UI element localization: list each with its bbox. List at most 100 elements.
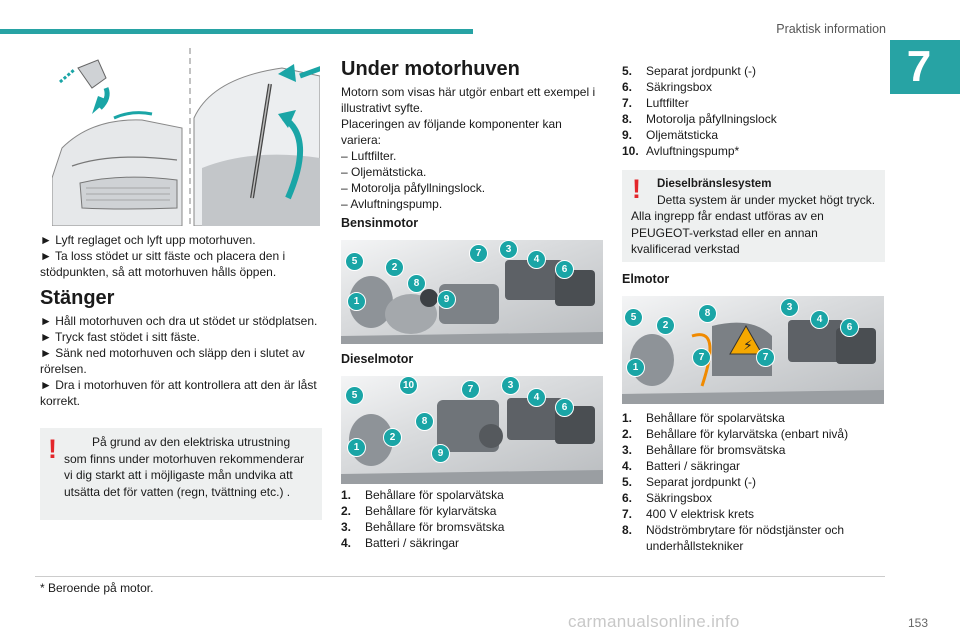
stanger-step-1: ► Håll motorhuven och dra ut stödet ur s… [40,314,318,328]
item-text: Behållare för bromsvätska [646,443,786,457]
badge-9: 9 [431,444,450,463]
list-item: 5. Separat jordpunkt (-) [622,474,884,490]
badge-7: 7 [469,244,488,263]
footer-divider [35,576,885,577]
item-text: Batteri / säkringar [646,459,741,473]
hood-step-1: ► Lyft reglaget och lyft upp motorhuven. [40,233,256,247]
badge-7: 7 [756,348,775,367]
item-text: Separat jordpunkt (-) [646,475,757,489]
intro-line-1: Motorn som visas här utgör enbart ett ex… [341,85,596,115]
badge-8: 8 [698,304,717,323]
list-item: 2. Behållare för kylarvätska [341,503,603,519]
under-hood-intro: Motorn som visas här utgör enbart ett ex… [341,84,603,212]
stanger-heading: Stänger [40,287,115,309]
item-text: Behållare för spolarvätska [646,411,785,425]
item-text: 400 V elektrisk krets [646,507,755,521]
badge-7: 7 [692,348,711,367]
badge-6: 6 [555,398,574,417]
item-number: 4. [341,536,352,550]
intro-line-6: – Avluftningspump. [341,197,443,211]
page-number: 153 [907,616,928,630]
diesel-warning-text-2: Alla ingrepp får endast utföras av en PE… [631,209,824,256]
item-number: 10. [622,144,639,158]
badge-3: 3 [501,376,520,395]
list-item: 5. Separat jordpunkt (-) [622,63,884,79]
item-text: Oljemätsticka [646,128,719,142]
component-list-part1: 1. Behållare för spolarvätska 2. Behållare… [341,487,603,551]
intro-line-4: – Oljemätsticka. [341,165,427,179]
diesel-warning-title: Dieselbränslesystem [657,178,772,190]
item-number: 4. [622,459,633,473]
badge-2: 2 [385,258,404,277]
diesel-engine-photo: 5 10 8 2 1 9 7 3 4 6 [341,376,603,484]
hood-opening-illustration [52,48,320,226]
badge-2: 2 [383,428,402,447]
list-item: 1. Behållare för spolarvätska [622,410,884,426]
list-item: 4. Batteri / säkringar [341,535,603,551]
item-number: 1. [341,488,352,502]
item-text: Behållare för kylarvätska [365,504,497,518]
water-warning-box: ! På grund av den elektriska utrustning … [40,428,322,520]
badge-5: 5 [624,308,643,327]
badge-5: 5 [345,386,364,405]
list-item: 8. Nödströmbrytare för nödstjänster och u… [622,522,884,554]
bensin-label: Bensinmotor [341,216,419,230]
item-text: Nödströmbrytare för nödstjänster och und… [646,523,845,553]
intro-line-3: – Luftfilter. [341,149,397,163]
item-number: 2. [341,504,352,518]
petrol-engine-photo: 5 2 8 1 9 7 3 4 6 [341,240,603,344]
hood-step-2: ► Ta loss stödet ur sitt fäste och place… [40,249,286,279]
badge-4: 4 [527,250,546,269]
list-item: 1. Behållare för spolarvätska [341,487,603,503]
elmotor-label: Elmotor [622,272,670,286]
stanger-step-2: ► Tryck fast stödet i sitt fäste. [40,330,200,344]
item-text: Motorolja påfyllningslock [646,112,777,126]
hood-open-steps: ► Lyft reglaget och lyft upp motorhuven.… [40,232,320,280]
badge-3: 3 [499,240,518,259]
header-accent-bar [0,29,473,34]
badge-4: 4 [810,310,829,329]
item-number: 5. [622,64,633,78]
badge-10: 10 [399,376,418,395]
badge-8: 8 [415,412,434,431]
stanger-step-3: ► Sänk ned motorhuven och släpp den i sl… [40,346,305,376]
list-item: 3. Behållare för bromsvätska [622,442,884,458]
item-text: Separat jordpunkt (-) [646,64,757,78]
footnote: * Beroende på motor. [40,581,154,595]
electric-component-list: 1. Behållare för spolarvätska 2.Behållare… [622,410,884,554]
item-number: 5. [622,475,633,489]
item-text: Luftfilter [646,96,689,110]
stanger-steps: ► Håll motorhuven och dra ut stödet ur s… [40,313,322,409]
diesel-warning-text-1: Detta system är under mycket högt tryck. [657,193,876,207]
watermark: carmanualsonline.info [568,612,740,631]
item-number: 3. [341,520,352,534]
item-text: Behållare för bromsvätska [365,520,505,534]
warning-icon: ! [632,174,641,204]
item-number: 8. [622,523,633,537]
list-item: 9.Oljemätsticka [622,127,884,143]
item-number: 3. [622,443,633,457]
svg-text:⚡: ⚡ [743,338,753,354]
badge-3: 3 [780,298,799,317]
item-text: Säkringsbox [646,80,713,94]
badge-1: 1 [347,438,366,457]
chapter-number-tab: 7 [890,40,960,94]
badge-7: 7 [461,380,480,399]
badge-4: 4 [527,388,546,407]
badge-1: 1 [347,292,366,311]
list-item: 8.Motorolja påfyllningslock [622,111,884,127]
item-number: 1. [622,411,633,425]
item-text: Batteri / säkringar [365,536,460,550]
component-list-part2: 5.Separat jordpunkt (-) 6.Säkringsbox 7.… [622,63,884,159]
list-item: 2.Behållare för kylarvätska (enbart nivå… [622,426,884,442]
item-text: Avluftningspump* [646,144,740,158]
electric-motor-photo: ⚡ 5 2 8 3 4 6 1 7 7 [622,296,884,404]
warning-icon: ! [48,434,57,464]
item-number: 7. [622,96,633,110]
intro-line-5: – Motorolja påfyllningslock. [341,181,486,195]
stanger-step-4: ► Dra i motorhuven för att kontrollera a… [40,378,317,408]
badge-6: 6 [840,318,859,337]
item-text: Behållare för spolarvätska [365,488,504,502]
section-title: Praktisk information [776,22,886,36]
list-item: 7.400 V elektrisk krets [622,506,884,522]
